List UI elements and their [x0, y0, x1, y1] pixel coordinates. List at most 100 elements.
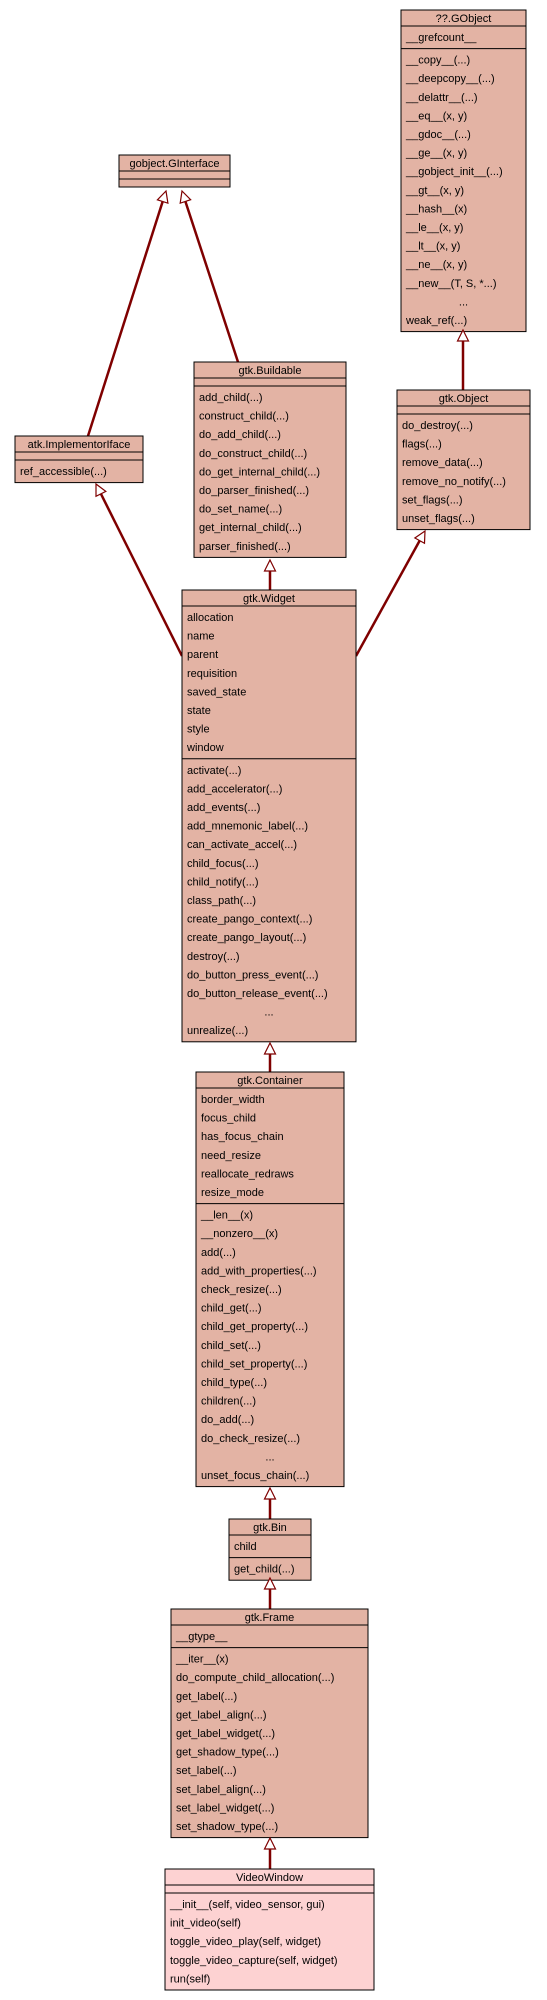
class-method: can_activate_accel(...) — [187, 839, 297, 851]
class-box-videowindow[interactable]: VideoWindow __init__(self, video_sensor, … — [164, 1868, 375, 1991]
inheritance-arrowhead — [263, 1836, 277, 1850]
inheritance-arrowhead — [179, 189, 192, 205]
class-method: unset_flags(...) — [402, 513, 475, 525]
class-box-atk-implementoriface[interactable]: atk.ImplementorIface ref_accessible(...) — [14, 435, 144, 484]
inheritance-arrowhead — [263, 1576, 277, 1590]
class-method: set_label_align(...) — [176, 1784, 266, 1796]
class-box-gobject[interactable]: ??.GObject__grefcount____copy__(...)__de… — [400, 9, 527, 333]
class-method: get_label(...) — [176, 1691, 237, 1703]
class-name: gtk.Bin — [253, 1522, 287, 1534]
class-method: set_shadow_type(...) — [176, 1821, 278, 1833]
class-method: child_type(...) — [201, 1377, 267, 1389]
class-attribute: border_width — [201, 1094, 265, 1106]
class-name: VideoWindow — [236, 1872, 303, 1884]
class-attribute: __gtype__ — [175, 1631, 228, 1643]
class-method: init_video(self) — [170, 1918, 241, 1930]
class-box-gtk-buildable[interactable]: gtk.Buildableadd_child(...)construct_chi… — [193, 361, 347, 558]
class-method: get_label_align(...) — [176, 1709, 267, 1721]
class-method: __gdoc__(...) — [405, 129, 471, 141]
class-method: __ne__(x, y) — [405, 259, 467, 271]
class-method: child_get_property(...) — [201, 1321, 308, 1333]
class-attribute: requisition — [187, 668, 237, 680]
class-method: toggle_video_capture(self, widget) — [170, 1955, 338, 1967]
inheritance-arrowhead — [263, 1041, 277, 1055]
class-name: atk.ImplementorIface — [28, 439, 131, 451]
class-method: __gt__(x, y) — [405, 185, 464, 197]
class-method: add_mnemonic_label(...) — [187, 821, 308, 833]
method-ellipsis: ... — [264, 1007, 273, 1019]
class-method: get_label_widget(...) — [176, 1728, 275, 1740]
class-box-gtk-bin[interactable]: gtk.Bin child get_child(...) — [228, 1518, 312, 1581]
inheritance-arrowhead — [263, 1486, 277, 1500]
class-box-gtk-widget[interactable]: gtk.Widget allocation name parent requisitio… — [181, 589, 357, 1043]
class-method: create_pango_context(...) — [187, 914, 312, 926]
class-box-gtk-object[interactable]: gtk.Objectdo_destroy(...)flags(...)remov… — [396, 389, 531, 531]
class-attribute: focus_child — [201, 1113, 256, 1125]
class-box-gtk-frame[interactable]: gtk.Frame__gtype____iter__(x)do_compute_… — [170, 1608, 369, 1839]
class-method: do_construct_child(...) — [199, 448, 307, 460]
class-method: __copy__(...) — [405, 55, 470, 67]
class-method: flags(...) — [402, 439, 442, 451]
class-method: get_child(...) — [234, 1564, 295, 1576]
class-box-border — [14, 435, 144, 484]
class-method: toggle_video_play(self, widget) — [170, 1936, 321, 1948]
class-method: destroy(...) — [187, 951, 240, 963]
class-method: __new__(T, S, *...) — [405, 278, 497, 290]
inheritance-edge-gtk-widget-to-atk-implementoriface — [99, 493, 184, 657]
class-method: do_get_internal_child(...) — [199, 466, 320, 478]
class-box-border — [228, 1518, 312, 1581]
class-method: add_events(...) — [187, 802, 260, 814]
class-attribute: parent — [187, 649, 218, 661]
class-method: create_pango_layout(...) — [187, 932, 306, 944]
class-method: do_button_press_event(...) — [187, 969, 318, 981]
class-method: __delattr__(...) — [405, 92, 478, 104]
class-name: gtk.Widget — [243, 593, 295, 605]
inheritance-edge-gtk-widget-to-gtk-object — [354, 540, 421, 657]
inheritance-arrowheads — [95, 189, 470, 1850]
class-method: add_accelerator(...) — [187, 783, 282, 795]
class-method: do_set_name(...) — [199, 504, 282, 516]
inheritance-edges — [86, 201, 465, 1869]
class-method: parser_finished(...) — [199, 541, 291, 553]
class-method: remove_no_notify(...) — [402, 476, 506, 488]
class-attribute: saved_state — [187, 686, 246, 698]
class-box-gtk-container[interactable]: gtk.Containerborder_widthfocus_childhas_… — [195, 1071, 345, 1488]
class-method: add(...) — [201, 1247, 236, 1259]
class-attribute: child — [234, 1541, 257, 1553]
class-method: __eq__(x, y) — [405, 110, 467, 122]
class-method: do_destroy(...) — [402, 420, 473, 432]
inheritance-edge-gtk-buildable-to-gobject-ginterface — [184, 201, 240, 363]
class-box-gobject-ginterface[interactable]: gobject.GInterface — [118, 154, 231, 188]
class-method: do_parser_finished(...) — [199, 485, 309, 497]
class-method: get_shadow_type(...) — [176, 1747, 279, 1759]
class-method: remove_data(...) — [402, 457, 483, 469]
class-method: do_button_release_event(...) — [187, 988, 328, 1000]
class-name: gtk.Buildable — [239, 365, 302, 377]
class-method: child_get(...) — [201, 1303, 262, 1315]
class-method: do_compute_child_allocation(...) — [176, 1672, 334, 1684]
class-method: class_path(...) — [187, 895, 256, 907]
inheritance-arrowhead — [263, 558, 277, 572]
class-method: construct_child(...) — [199, 411, 289, 423]
class-method: ref_accessible(...) — [20, 466, 107, 478]
class-attribute: window — [186, 742, 224, 754]
class-attribute: has_focus_chain — [201, 1131, 284, 1143]
class-method: __iter__(x) — [175, 1654, 229, 1666]
inheritance-arrowhead — [456, 328, 470, 342]
class-method: __deepcopy__(...) — [405, 73, 495, 85]
class-attribute: allocation — [187, 612, 233, 624]
class-attribute: name — [187, 631, 215, 643]
class-attribute: need_resize — [201, 1150, 261, 1162]
class-method: __ge__(x, y) — [405, 148, 467, 160]
class-method: __hash__(x) — [405, 203, 467, 215]
class-method: add_with_properties(...) — [201, 1265, 317, 1277]
class-box-border — [164, 1868, 375, 1991]
class-method: __init__(self, video_sensor, gui) — [169, 1899, 325, 1911]
class-method: set_flags(...) — [402, 494, 463, 506]
class-box-border — [181, 589, 357, 1043]
class-method: child_focus(...) — [187, 858, 259, 870]
class-attribute: state — [187, 705, 211, 717]
class-method: __lt__(x, y) — [405, 241, 460, 253]
class-method: get_internal_child(...) — [199, 522, 302, 534]
